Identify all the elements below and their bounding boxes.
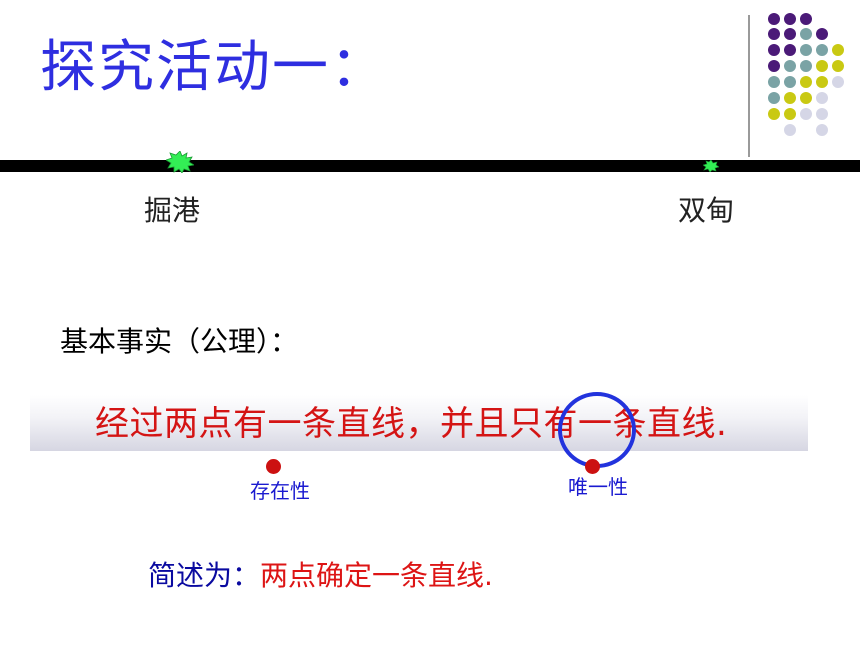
decor-dot: [768, 60, 780, 72]
decor-dot: [768, 108, 780, 120]
decor-dot: [800, 28, 812, 40]
fact-heading: 基本事实（公理）：: [60, 325, 299, 358]
uniqueness-marker-dot: [585, 459, 600, 474]
slide-title: 探究活动一：: [40, 35, 388, 100]
decor-dot: [800, 44, 812, 56]
decor-dot: [832, 60, 844, 72]
summary-text: 两点确定一条直线.: [260, 559, 493, 592]
emphasis-circle: [558, 392, 636, 468]
decor-dot: [832, 76, 844, 88]
uniqueness-note: 唯一性: [568, 475, 628, 499]
decor-dot: [800, 60, 812, 72]
place-marker-right-icon: [703, 160, 719, 172]
decor-dot: [768, 76, 780, 88]
decor-dot: [832, 44, 844, 56]
straight-line-road: [0, 160, 860, 172]
place-label-juegang: 掘港: [144, 194, 201, 227]
decor-dot: [816, 28, 828, 40]
decor-dot: [784, 60, 796, 72]
summary-line: 简述为：两点确定一条直线.: [148, 556, 493, 596]
decor-dot: [800, 13, 812, 25]
decor-dot: [816, 124, 828, 136]
place-marker-left-icon: [166, 151, 194, 173]
decor-dot: [784, 76, 796, 88]
decor-dot: [784, 28, 796, 40]
place-label-shuangdian: 双甸: [678, 194, 735, 227]
title-divider-line: [748, 15, 750, 157]
decor-dot: [800, 76, 812, 88]
decorative-dot-grid: [760, 10, 860, 140]
existence-marker-dot: [266, 459, 281, 474]
decor-dot: [784, 108, 796, 120]
decor-dot: [800, 108, 812, 120]
decor-dot: [816, 108, 828, 120]
existence-note: 存在性: [250, 479, 310, 503]
decor-dot: [768, 92, 780, 104]
decor-dot: [816, 60, 828, 72]
fact-highlight-band: [30, 395, 808, 451]
decor-dot: [816, 76, 828, 88]
decor-dot: [784, 13, 796, 25]
decor-dot: [784, 124, 796, 136]
decor-dot: [768, 44, 780, 56]
decor-dot: [800, 92, 812, 104]
decor-dot: [816, 92, 828, 104]
decor-dot: [784, 92, 796, 104]
decor-dot: [784, 44, 796, 56]
summary-label: 简述为：: [148, 559, 261, 592]
decor-dot: [768, 28, 780, 40]
decor-dot: [816, 44, 828, 56]
decor-dot: [768, 13, 780, 25]
